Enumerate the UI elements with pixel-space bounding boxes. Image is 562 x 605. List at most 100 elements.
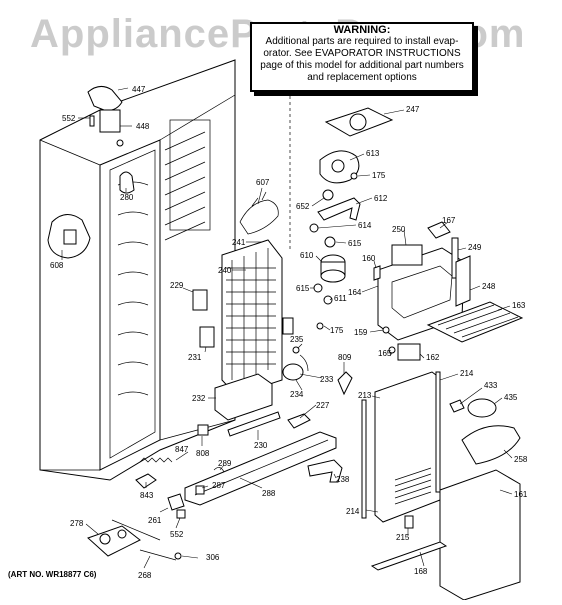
part-608-module — [47, 214, 91, 259]
callout-289: 289 — [218, 459, 232, 468]
part-213-panel — [374, 371, 441, 523]
part-552-b — [176, 509, 186, 519]
callout-175-bottom: 175 — [330, 326, 344, 335]
part-229 — [192, 289, 208, 311]
part-234-grille — [282, 363, 304, 381]
callout-552-top: 552 — [62, 114, 76, 123]
callout-261: 261 — [148, 516, 162, 525]
part-238-bracket — [307, 459, 343, 483]
callout-241: 241 — [232, 238, 246, 247]
callout-168: 168 — [414, 567, 428, 576]
part-167 — [427, 221, 451, 239]
leader-lines — [61, 87, 513, 569]
callout-306: 306 — [206, 553, 220, 562]
callout-214-top: 214 — [460, 369, 474, 378]
callout-167: 167 — [442, 216, 456, 225]
part-241-evaporator — [221, 239, 283, 396]
part-233-wire — [299, 354, 309, 372]
part-258-lens — [461, 425, 521, 465]
callout-268: 268 — [138, 571, 152, 580]
callout-214-bottom: 214 — [346, 507, 360, 516]
part-235 — [292, 346, 300, 354]
callout-847: 847 — [175, 445, 189, 454]
part-447-housing — [87, 86, 124, 147]
part-261 — [167, 493, 185, 511]
part-168-bracket — [370, 541, 448, 571]
callout-808: 808 — [196, 449, 210, 458]
part-652 — [322, 189, 334, 201]
part-163-filter — [426, 301, 524, 343]
callout-287: 287 — [212, 481, 226, 490]
part-612-bracket — [317, 197, 361, 221]
part-607-wire-harness — [239, 191, 279, 235]
callout-162: 162 — [426, 353, 440, 362]
callout-278: 278 — [70, 519, 84, 528]
part-614 — [309, 223, 319, 233]
part-615-b — [313, 283, 323, 293]
callout-249: 249 — [468, 243, 482, 252]
callout-233: 233 — [320, 375, 334, 384]
part-610-motor — [320, 254, 346, 283]
warning-line-3: page of this model for additional part n… — [260, 60, 464, 71]
callout-258: 258 — [514, 455, 528, 464]
part-611 — [323, 295, 333, 305]
callout-230: 230 — [254, 441, 268, 450]
part-278-base — [87, 525, 141, 557]
callout-213: 213 — [358, 391, 372, 400]
warning-note: WARNING: Additional parts are required t… — [250, 22, 474, 92]
callout-160: 160 — [362, 254, 376, 263]
callout-labels: 447 552 448 280 608 607 241 240 229 231 … — [50, 85, 528, 580]
part-231 — [199, 326, 215, 348]
part-232-drain — [214, 373, 273, 421]
callout-652: 652 — [296, 202, 310, 211]
part-230-bar — [227, 411, 281, 437]
callout-433: 433 — [484, 381, 498, 390]
part-847-spring — [139, 457, 173, 463]
callout-611: 611 — [334, 294, 347, 303]
part-306 — [174, 552, 182, 560]
part-250-motor — [391, 244, 423, 266]
part-433-socket — [449, 399, 465, 413]
callout-161: 161 — [514, 490, 528, 499]
part-227 — [287, 413, 311, 429]
callout-288: 288 — [262, 489, 276, 498]
part-215 — [404, 515, 414, 529]
warning-title: WARNING: — [333, 24, 391, 36]
part-808 — [197, 424, 209, 436]
callout-240: 240 — [218, 266, 232, 275]
part-175-a — [350, 172, 358, 180]
callout-843: 843 — [140, 491, 154, 500]
part-289 — [213, 467, 225, 473]
callout-615-top: 615 — [348, 239, 362, 248]
part-161-trim — [439, 469, 521, 601]
cabinet-liner — [39, 59, 236, 481]
art-number: (ART NO. WR18877 C6) — [8, 570, 97, 579]
callout-215: 215 — [396, 533, 410, 542]
callout-608: 608 — [50, 261, 64, 270]
callout-248: 248 — [482, 282, 496, 291]
callout-247: 247 — [406, 105, 420, 114]
callout-613: 613 — [366, 149, 380, 158]
callout-165: 165 — [378, 349, 392, 358]
part-214-rail-a — [435, 371, 441, 493]
callout-235: 235 — [290, 335, 304, 344]
callout-250: 250 — [392, 225, 406, 234]
warning-line-4: and replacement options — [307, 72, 417, 83]
part-160 — [373, 265, 381, 281]
callout-238: 238 — [336, 475, 350, 484]
callout-234: 234 — [290, 390, 304, 399]
callout-164: 164 — [348, 288, 362, 297]
part-287 — [195, 485, 205, 495]
part-809 — [337, 371, 353, 396]
callout-227: 227 — [316, 401, 330, 410]
part-247-fan-cover — [324, 107, 394, 137]
part-280 — [119, 171, 135, 194]
callout-229: 229 — [170, 281, 184, 290]
callout-159: 159 — [354, 328, 368, 337]
part-214-rail-b — [361, 399, 367, 519]
callout-607: 607 — [256, 178, 270, 187]
callout-447: 447 — [132, 85, 146, 94]
part-615-a — [324, 236, 336, 248]
